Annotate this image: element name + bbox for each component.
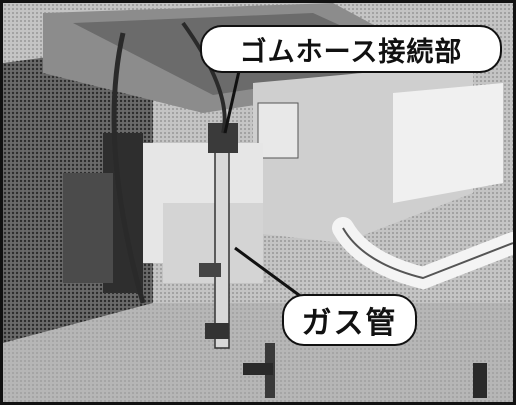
hose-right [181,21,227,134]
label-rubber-hose-joint: ゴムホース接続部 [200,25,502,73]
gas-pipe [214,137,230,349]
leader-line-hose-joint [223,70,241,134]
hose-left [111,32,146,304]
machine-box-front [393,83,503,203]
label-gas-pipe: ガス管 [282,294,417,346]
leader-line-gas-pipe [234,246,304,300]
